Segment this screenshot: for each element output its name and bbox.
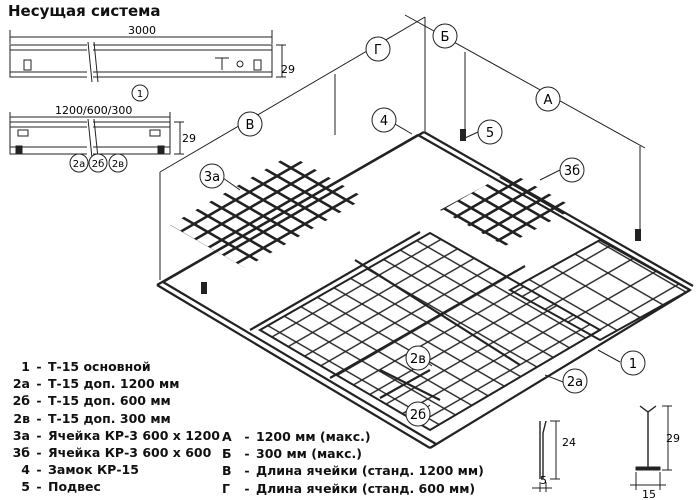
dim-profile-height-2: 29 — [182, 132, 196, 145]
section-a-drawing — [532, 420, 560, 492]
legend-dim-text: 300 мм (макс.) — [256, 446, 362, 462]
dim-section-a-width: 5 — [540, 474, 547, 487]
callout-1-top-label: 1 — [137, 89, 143, 100]
page-title: Несущая система — [8, 2, 161, 20]
legend-dim-text: 1200 мм (макс.) — [256, 429, 371, 444]
dim-short-length: 1200/600/300 — [55, 104, 132, 117]
legend-part-dash: - — [36, 479, 42, 495]
callout-5-label: 5 — [486, 126, 494, 141]
legend-dim-key: Г — [222, 480, 230, 496]
callout-2a-top-label: 2а — [73, 159, 86, 170]
legend-part-key: 3а — [12, 427, 30, 443]
section-b-drawing — [630, 405, 672, 490]
legend-part-dash: - — [36, 410, 42, 426]
legend-part-key: 4 — [21, 462, 30, 478]
dim-section-a-height: 24 — [562, 436, 576, 449]
legend-part-dash: - — [36, 445, 42, 461]
profile-short-drawing — [9, 112, 184, 159]
legend-dim-text: Длина ячейки (станд. 600 мм) — [256, 480, 476, 496]
legend-dim-row: Б-300 мм (макс.) — [222, 445, 484, 462]
legend-dim-row: А-1200 мм (макс.) — [222, 428, 484, 445]
legend-dim-text: Длина ячейки (станд. 1200 мм) — [256, 463, 484, 479]
legend-part-text: Ячейка КР-3 600 х 600 — [48, 445, 212, 461]
legend-part-text: Т-15 доп. 600 мм — [48, 393, 171, 409]
legend-part-key: 2в — [13, 410, 30, 426]
legend-dim-dash: - — [244, 480, 250, 496]
legend-dims: А-1200 мм (макс.)Б-300 мм (макс.)В-Длина… — [222, 428, 484, 497]
callout-1-label: 1 — [629, 357, 637, 372]
callout-4-label: 4 — [380, 114, 388, 129]
dim-profile-height-1: 29 — [281, 63, 295, 76]
legend-part-dash: - — [36, 376, 42, 392]
legend-part-text: Подвес — [48, 479, 101, 495]
legend-part-text: Замок КР-15 — [48, 462, 139, 478]
legend-part-dash: - — [36, 393, 42, 409]
dim-callout-G: Г — [374, 43, 382, 58]
callouts-2-top: 2а 2б 2в — [69, 153, 128, 173]
legend-part-key: 2б — [12, 393, 30, 409]
callout-3b-label: 3б — [564, 164, 580, 179]
main-grid-frame — [170, 155, 693, 432]
legend-part-key: 3б — [12, 445, 30, 461]
legend-part-text: Т-15 основной — [48, 359, 151, 374]
legend-part-text: Т-15 доп. 1200 мм — [48, 376, 180, 392]
legend-part-row: 2а-Т-15 доп. 1200 мм — [6, 375, 220, 392]
legend-part-key: 5 — [21, 479, 30, 495]
hangers — [201, 129, 641, 294]
legend-dim-row: В-Длина ячейки (станд. 1200 мм) — [222, 462, 484, 479]
callout-2b-top-label: 2б — [92, 159, 105, 170]
callout-3a-label: 3а — [204, 170, 220, 185]
legend-part-row: 3а-Ячейка КР-3 600 х 1200 — [6, 427, 220, 444]
legend-dim-dash: - — [244, 446, 250, 462]
legend-part-key: 2а — [12, 376, 30, 392]
legend-part-row: 5-Подвес — [6, 478, 220, 495]
legend-part-dash: - — [36, 359, 42, 374]
legend-dim-dash: - — [244, 463, 250, 479]
callout-2v-top-label: 2в — [112, 159, 124, 170]
legend-dim-key: Б — [222, 446, 232, 462]
callout-1-top: 1 — [131, 84, 149, 102]
callout-2a-label: 2а — [567, 375, 583, 390]
legend-part-text: Ячейка КР-3 600 х 1200 — [48, 427, 220, 443]
legend-part-row: 1-Т-15 основной — [6, 358, 220, 375]
legend-part-dash: - — [36, 427, 42, 443]
drawing-callouts — [199, 23, 646, 427]
legend-part-row: 4-Замок КР-15 — [6, 461, 220, 478]
callout-2b-label: 2б — [410, 408, 426, 423]
dim-section-b-height: 29 — [666, 432, 680, 445]
legend-part-row: 2б-Т-15 доп. 600 мм — [6, 392, 220, 409]
legend-part-row: 2в-Т-15 доп. 300 мм — [6, 410, 220, 427]
legend-dim-key: В — [222, 463, 232, 479]
callout-2v-label: 2в — [410, 352, 426, 367]
profile-3000-drawing — [9, 30, 286, 83]
dim-section-b-width: 15 — [642, 488, 656, 500]
main-t15-profiles — [156, 131, 694, 449]
legend-dim-row: Г-Длина ячейки (станд. 600 мм) — [222, 480, 484, 497]
legend-part-row: 3б-Ячейка КР-3 600 х 600 — [6, 444, 220, 461]
dim-profile-length: 3000 — [128, 24, 156, 37]
legend-part-key: 1 — [21, 359, 30, 374]
legend-part-text: Т-15 доп. 300 мм — [48, 410, 171, 426]
dim-callout-A: А — [544, 93, 553, 108]
dim-callout-B: Б — [441, 30, 450, 45]
legend-dim-dash: - — [244, 429, 250, 444]
legend-dim-key: А — [222, 429, 232, 444]
legend-part-dash: - — [36, 462, 42, 478]
dim-callout-V: В — [246, 118, 255, 133]
